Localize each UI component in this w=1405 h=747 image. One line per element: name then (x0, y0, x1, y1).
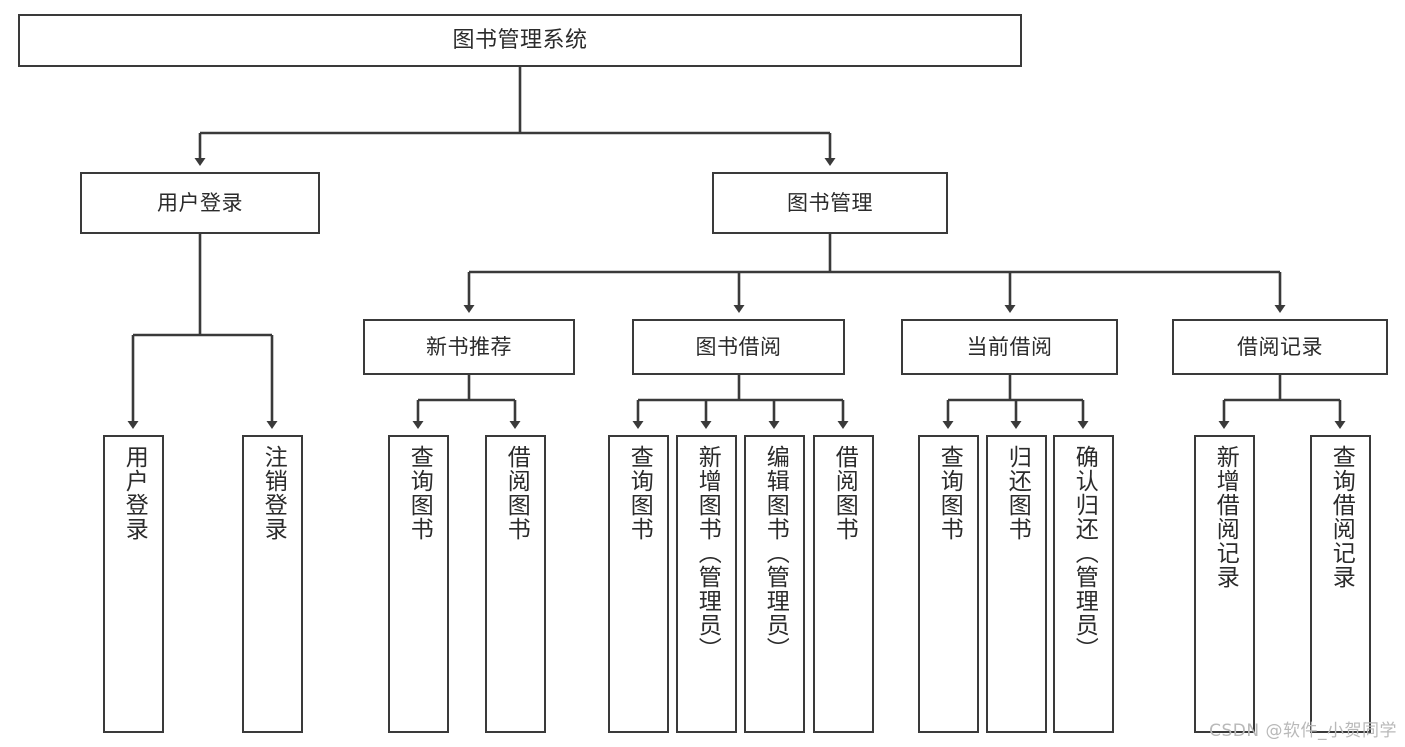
node-leaf-borrow-borrow-book-label: 借阅图书 (831, 445, 858, 541)
node-leaf-record-add-label: 新增借阅记录 (1212, 445, 1239, 589)
node-root-system-label: 图书管理系统 (452, 27, 588, 53)
node-leaf-record-query[interactable]: 查询借阅记录 (1310, 435, 1371, 733)
node-leaf-borrow-add-book-label: 新增图书（管理员） (694, 445, 721, 661)
node-leaf-newbook-query-book-label: 查询图书 (406, 445, 433, 541)
node-current-borrow[interactable]: 当前借阅 (901, 319, 1118, 375)
node-leaf-current-query-book-label: 查询图书 (936, 445, 963, 541)
node-user-login[interactable]: 用户登录 (80, 172, 320, 234)
node-new-book-recommend-label: 新书推荐 (426, 334, 512, 359)
watermark-text: CSDN @软件_小贺同学 (1209, 721, 1397, 741)
node-user-login-label: 用户登录 (157, 190, 243, 215)
node-leaf-borrow-borrow-book[interactable]: 借阅图书 (813, 435, 874, 733)
node-leaf-current-confirm-return[interactable]: 确认归还（管理员） (1053, 435, 1114, 733)
node-book-borrow-label: 图书借阅 (695, 334, 782, 359)
node-book-management[interactable]: 图书管理 (712, 172, 948, 234)
node-leaf-current-confirm-return-label: 确认归还（管理员） (1071, 445, 1098, 661)
node-leaf-newbook-query-book[interactable]: 查询图书 (388, 435, 449, 733)
node-leaf-user-login[interactable]: 用户登录 (103, 435, 164, 733)
node-borrow-record[interactable]: 借阅记录 (1172, 319, 1388, 375)
node-book-management-label: 图书管理 (787, 190, 873, 215)
node-leaf-current-return-book-label: 归还图书 (1004, 445, 1031, 541)
node-leaf-logout-label: 注销登录 (260, 445, 287, 541)
node-leaf-logout[interactable]: 注销登录 (242, 435, 303, 733)
node-leaf-newbook-borrow-book-label: 借阅图书 (503, 445, 530, 541)
node-leaf-record-query-label: 查询借阅记录 (1328, 445, 1355, 589)
node-leaf-user-login-label: 用户登录 (121, 445, 148, 541)
node-leaf-borrow-edit-book[interactable]: 编辑图书（管理员） (744, 435, 805, 733)
node-leaf-current-query-book[interactable]: 查询图书 (918, 435, 979, 733)
node-book-borrow[interactable]: 图书借阅 (632, 319, 845, 375)
node-leaf-current-return-book[interactable]: 归还图书 (986, 435, 1047, 733)
node-leaf-newbook-borrow-book[interactable]: 借阅图书 (485, 435, 546, 733)
node-leaf-borrow-edit-book-label: 编辑图书（管理员） (762, 445, 789, 661)
node-root-system[interactable]: 图书管理系统 (18, 14, 1022, 67)
node-new-book-recommend[interactable]: 新书推荐 (363, 319, 575, 375)
node-leaf-record-add[interactable]: 新增借阅记录 (1194, 435, 1255, 733)
node-borrow-record-label: 借阅记录 (1237, 334, 1323, 359)
node-leaf-borrow-add-book[interactable]: 新增图书（管理员） (676, 435, 737, 733)
node-leaf-borrow-query-book[interactable]: 查询图书 (608, 435, 669, 733)
node-leaf-borrow-query-book-label: 查询图书 (626, 445, 653, 541)
node-current-borrow-label: 当前借阅 (966, 334, 1053, 359)
